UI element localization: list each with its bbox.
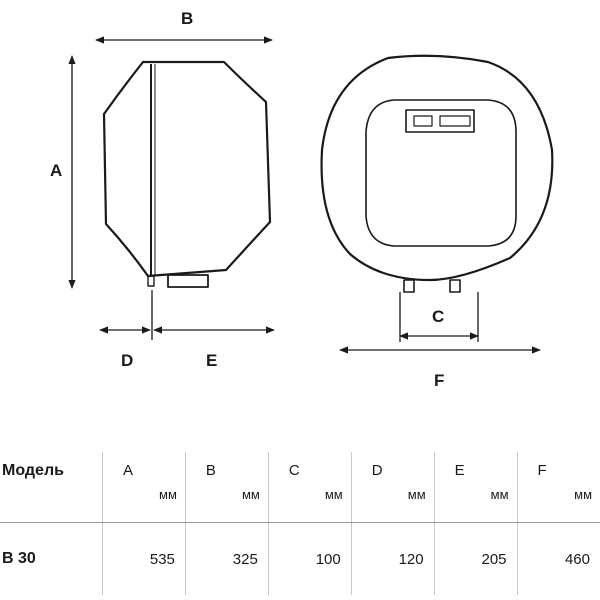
model-name: B 30 [2, 550, 36, 567]
column-letter: E [454, 462, 465, 479]
table-row: B 30 535 325 100 120 205 460 [0, 522, 600, 596]
spec-table-section: Модель A мм B мм C мм D мм E мм [0, 452, 600, 600]
column-letter: B [205, 462, 216, 479]
front-view [320, 54, 554, 293]
dimension-c-label: C [432, 307, 444, 326]
side-view-bottom-fitting [167, 274, 209, 288]
value-d: 120 [350, 522, 435, 595]
spec-table: Модель A мм B мм C мм D мм E мм [0, 452, 600, 595]
column-unit: мм [159, 487, 177, 502]
dimension-drawing: A B C D E F [50, 9, 554, 390]
dimension-b-label: B [181, 9, 193, 28]
column-header-c: C мм [267, 452, 352, 523]
dimension-d-label: D [121, 351, 133, 370]
front-view-body [320, 54, 554, 282]
dimension-f-label: F [434, 371, 444, 390]
column-unit: мм [490, 487, 509, 502]
column-letter: C [288, 462, 300, 479]
column-letter: D [371, 462, 383, 479]
value-f: 460 [516, 522, 600, 595]
model-name-cell: B 30 [0, 523, 103, 596]
value-b: 325 [184, 522, 269, 595]
value-a: 535 [102, 522, 186, 595]
column-letter: F [537, 462, 547, 479]
column-header-a: A мм [102, 452, 186, 523]
column-header-b: B мм [184, 452, 269, 523]
column-header-f: F мм [516, 452, 600, 523]
front-view-pipes [403, 279, 461, 293]
spec-table-header-row: Модель A мм B мм C мм D мм E мм [0, 452, 600, 523]
model-header: Модель [2, 462, 64, 479]
side-view-pipe [147, 275, 155, 287]
column-header-e: E мм [433, 452, 518, 523]
side-view-body [102, 60, 272, 278]
column-letter: A [123, 462, 134, 479]
column-unit: мм [324, 487, 343, 502]
control-unit [405, 109, 475, 133]
column-unit: мм [241, 487, 260, 502]
dimension-e-label: E [206, 351, 217, 370]
side-view [102, 60, 272, 288]
value-e: 205 [433, 522, 518, 595]
front-view-panel [365, 99, 517, 247]
column-unit: мм [407, 487, 426, 502]
column-unit: мм [574, 487, 592, 502]
column-header-d: D мм [350, 452, 435, 523]
model-header-cell: Модель [0, 452, 103, 523]
dimension-a-label: A [50, 161, 62, 180]
dimension-lines [68, 36, 541, 354]
value-c: 100 [267, 522, 352, 595]
